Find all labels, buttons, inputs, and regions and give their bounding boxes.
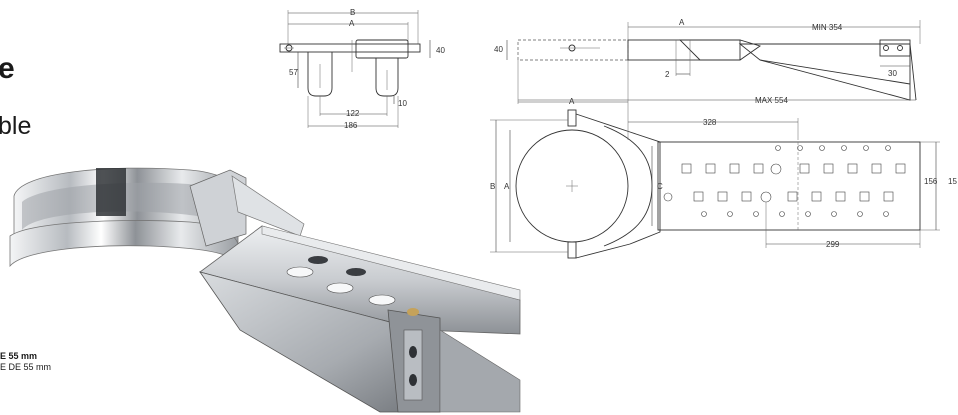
plan-label-b: B bbox=[490, 182, 495, 191]
side-dim-foot: 30 bbox=[888, 69, 897, 78]
small-dim-leg: 57 bbox=[289, 68, 298, 77]
small-label-a: A bbox=[349, 19, 355, 28]
product-title-fragment: e bbox=[0, 52, 16, 85]
side-dim-height: 40 bbox=[494, 45, 503, 54]
plan-label-a-top: A bbox=[569, 97, 575, 106]
side-dim-max: MAX 554 bbox=[755, 96, 788, 105]
side-dim-min: MIN 354 bbox=[812, 23, 843, 32]
small-front-drawing: B A 40 57 10 122 186 bbox=[279, 8, 445, 130]
plan-label-c: C bbox=[657, 182, 663, 191]
plan-label-a: A bbox=[504, 182, 510, 191]
product-subtitle-fragment: ble bbox=[0, 112, 32, 140]
plan-dim-width: 156 bbox=[924, 177, 938, 186]
small-dim-slot: 10 bbox=[398, 99, 407, 108]
plan-dim-holes: 299 bbox=[826, 240, 840, 249]
small-label-b: B bbox=[350, 8, 355, 17]
plan-dim-plate: 328 bbox=[703, 118, 717, 127]
bracket-render bbox=[9, 167, 521, 413]
plan-view-drawing: A bbox=[490, 97, 957, 259]
small-dim-height: 40 bbox=[436, 46, 445, 55]
side-label-a: A bbox=[679, 18, 685, 27]
plate-holes bbox=[663, 145, 906, 217]
spec-note-line-1: E 55 mm bbox=[0, 351, 38, 361]
small-dim-outer-width: 186 bbox=[344, 121, 358, 130]
side-dim-gap: 2 bbox=[665, 70, 670, 79]
spec-note-line-2: E DE 55 mm bbox=[0, 362, 52, 372]
side-view-drawing: A MIN 354 40 2 30 MAX 554 bbox=[494, 18, 921, 105]
plan-dim-width-cut: 15 bbox=[948, 177, 957, 186]
small-dim-inner-width: 122 bbox=[346, 109, 360, 118]
